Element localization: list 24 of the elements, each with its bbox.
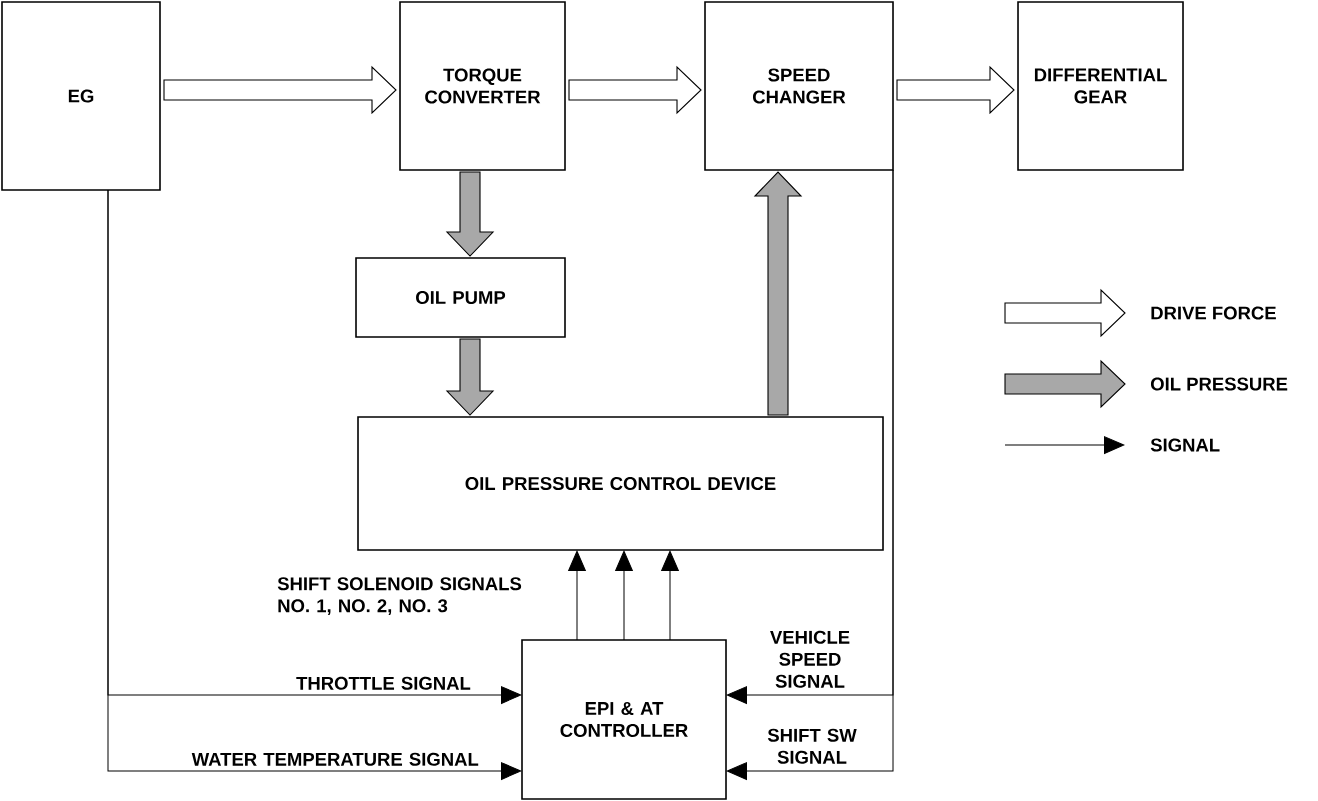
signal-arrow: [661, 550, 679, 641]
block-box: OIL PRESSURE CONTROL DEVICE: [357, 416, 884, 551]
block-arrow: [896, 65, 1015, 115]
block-arrow: [753, 171, 803, 416]
edge-label: VEHICLE SPEED SIGNAL: [770, 630, 850, 688]
legend-label: DRIVE FORCE: [1151, 306, 1276, 320]
legend-label: SIGNAL: [1150, 438, 1220, 452]
block-arrow: [445, 171, 495, 257]
edge-label: THROTTLE SIGNAL: [296, 676, 471, 690]
block-arrow: [568, 65, 702, 115]
block-box: OIL PUMP: [355, 257, 566, 338]
block-box: DIFFERENTIAL GEAR: [1017, 1, 1184, 171]
block-arrow: [445, 338, 495, 416]
block-box: SPEED CHANGER: [704, 1, 894, 171]
block-arrow: [163, 65, 397, 115]
block-box: EG: [1, 1, 161, 191]
edge-label: WATER TEMPERATURE SIGNAL: [191, 752, 479, 766]
signal-arrow: [568, 550, 586, 641]
block-box: TORQUE CONVERTER: [399, 1, 566, 171]
legend-label: OIL PRESSURE: [1150, 377, 1288, 391]
signal-arrow: [615, 550, 633, 641]
block-box: EPI & AT CONTROLLER: [521, 639, 727, 800]
edge-label: SHIFT SW SIGNAL: [767, 728, 857, 764]
edge-label: SHIFT SOLENOID SIGNALS NO. 1, NO. 2, NO. 3: [277, 577, 522, 615]
